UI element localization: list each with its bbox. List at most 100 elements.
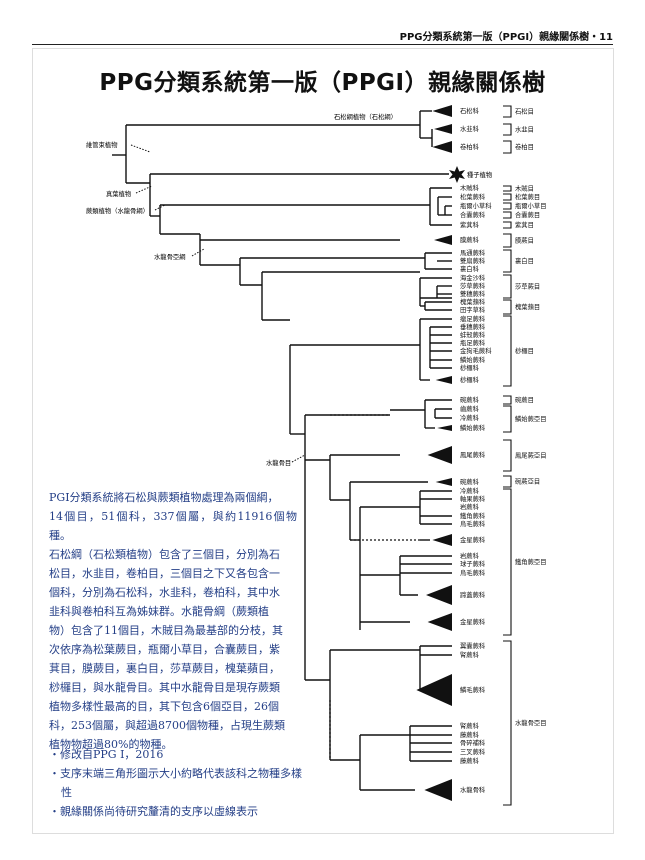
order-label: 鳳尾蕨亞目 xyxy=(515,451,546,460)
summary-line: 植物物超過80%的物種。 xyxy=(49,738,173,751)
family-label: 金狗毛蕨科 xyxy=(460,346,492,355)
family-label: 鱗始蕨科 xyxy=(460,355,486,364)
family-label: 瘤足蕨科 xyxy=(460,314,486,323)
tree-dashed-branches xyxy=(329,414,420,760)
note-item: ・親緣關係尚待研究釐清的支序以虛線表示 xyxy=(49,805,258,818)
family-triangle xyxy=(427,446,452,464)
family-label: 紫萁科 xyxy=(460,220,480,229)
family-label: 垂穗蕨科 xyxy=(460,322,486,331)
order-bracket xyxy=(503,405,512,433)
summary-line: 次依序為松葉蕨目，瓶爾小草目，合囊蕨目，紫 xyxy=(49,643,280,656)
family-label: 腎蕨科 xyxy=(460,650,480,659)
order-label: 木賊目 xyxy=(515,184,534,193)
family-label: 金星蕨科 xyxy=(460,535,486,544)
family-label: 瓶爾小草科 xyxy=(460,201,492,210)
order-bracket xyxy=(503,640,512,806)
family-label: 金星蕨科 xyxy=(460,617,486,626)
family-label: 蚌殼蕨科 xyxy=(460,330,486,339)
family-label: 蹄蓋蕨科 xyxy=(460,590,486,599)
clade-label-lycopodiopsida: 石松綱植物（石松綱） xyxy=(334,112,397,121)
family-triangle xyxy=(424,779,452,801)
order-label: 碗蕨目 xyxy=(515,395,534,404)
family-label: 三叉蕨科 xyxy=(460,747,486,756)
clade-label-vascular: 維管束植物 xyxy=(86,140,117,149)
header-rule xyxy=(32,44,613,45)
order-bracket xyxy=(503,193,512,201)
family-label: 鱗始蕨科 xyxy=(460,423,486,432)
order-label: 瓶爾小草目 xyxy=(515,201,546,210)
family-label: 碗蕨科 xyxy=(460,395,480,404)
summary-line: 松目，水韭目，卷柏目，三個目之下又各包含一 xyxy=(49,567,280,580)
family-triangle xyxy=(426,585,452,605)
order-bracket xyxy=(503,274,512,299)
family-label: 球子蕨科 xyxy=(460,559,486,568)
family-triangles xyxy=(416,105,452,801)
order-label: 鐵角蕨亞目 xyxy=(515,557,546,566)
summary-line: 物）包含了11個目，木賊目為最基部的分枝，其 xyxy=(49,624,283,637)
family-triangle xyxy=(437,425,452,431)
family-label: 裏白科 xyxy=(460,264,480,273)
family-label: 烏毛蕨科 xyxy=(460,519,486,528)
family-label: 烏毛蕨科 xyxy=(460,568,486,577)
clade-label-euphyllophytes: 真葉植物 xyxy=(106,189,131,198)
family-triangle xyxy=(427,613,452,631)
order-label: 桫欏目 xyxy=(515,346,534,355)
family-label: 岩蕨科 xyxy=(460,502,480,511)
order-bracket xyxy=(503,299,512,315)
family-label: 碗蕨科 xyxy=(460,477,480,486)
family-label: 藤蕨科 xyxy=(460,730,480,739)
order-label: 水龍骨亞目 xyxy=(515,718,546,727)
summary-line: 科，253個屬，與超過8700個物種，占現生蕨類 xyxy=(49,719,285,732)
page-title: PPG分類系統第一版（PPGI）親緣關係樹 xyxy=(99,70,546,96)
family-label: 瓶足蕨科 xyxy=(460,338,486,347)
family-label: 翼囊蕨科 xyxy=(460,641,486,650)
family-label: 齒蕨科 xyxy=(460,404,480,413)
order-bracket xyxy=(503,475,512,488)
family-label: 合囊蕨科 xyxy=(460,210,486,219)
order-bracket xyxy=(503,233,512,248)
family-label: 腎蕨科 xyxy=(460,721,480,730)
family-triangle xyxy=(434,235,452,245)
family-triangle xyxy=(432,105,452,117)
family-label: 桫欏科 xyxy=(460,375,480,384)
order-label: 槐葉蘋目 xyxy=(515,302,540,311)
family-label: 石松科 xyxy=(460,106,480,115)
order-label: 水韭目 xyxy=(515,125,534,134)
seed-plants-label: 種子植物 xyxy=(467,170,492,179)
summary-line: 韭科與卷柏科互為姊妹群。水龍骨綱（蕨類植 xyxy=(49,605,269,618)
family-label: 鳳尾蕨科 xyxy=(460,450,486,459)
note-item: ・支序末端三角形圖示大小約略代表該科之物種多樣性 xyxy=(49,767,302,799)
order-label: 紫萁目 xyxy=(515,220,534,229)
note-item: ・修改自PPG I，2016 xyxy=(49,748,164,761)
order-bracket xyxy=(503,249,512,273)
tree-branches xyxy=(112,110,452,791)
clade-label-polypodiopsida: 蕨類植物（水龍骨綱） xyxy=(86,206,149,215)
family-label: 馬通蕨科 xyxy=(460,248,486,257)
order-bracket xyxy=(503,221,512,229)
family-label: 田字草科 xyxy=(460,305,486,314)
family-label: 槐葉蘋科 xyxy=(460,297,486,306)
family-label: 軸果蕨科 xyxy=(460,494,486,503)
order-label: 裏白目 xyxy=(515,256,534,265)
family-label: 水龍骨科 xyxy=(460,785,486,794)
notes-list: ・修改自PPG I，2016 ・支序末端三角形圖示大小約略代表該科之物種多樣性 … xyxy=(49,745,309,821)
family-label: 莎草蕨科 xyxy=(460,281,486,290)
family-label: 岩蕨科 xyxy=(460,551,480,560)
summary-line: 桫欏目，與水龍骨目。其中水龍骨目是現存蕨類 xyxy=(49,681,280,694)
family-triangle xyxy=(432,141,452,153)
summary-line: 萁目，膜蕨目，裏白目，莎草蕨目，槐葉蘋目， xyxy=(49,662,280,675)
family-label: 松葉蕨科 xyxy=(460,192,486,201)
order-label: 石松目 xyxy=(515,107,534,116)
family-label: 膜蕨科 xyxy=(460,235,480,244)
order-bracket xyxy=(503,395,512,405)
order-bracket xyxy=(503,202,512,210)
order-label: 合囊蕨目 xyxy=(515,210,540,219)
order-labels: 石松目水韭目卷柏目木賊目松葉蕨目瓶爾小草目合囊蕨目紫萁目膜蕨目裏白目莎草蕨目槐葉… xyxy=(515,107,546,728)
clade-label-polypodiales: 水龍骨目 xyxy=(266,458,291,467)
family-label: 鐵角蕨科 xyxy=(460,511,486,520)
family-triangle xyxy=(432,534,452,546)
family-label: 冷蕨科 xyxy=(460,413,480,422)
clade-label-polypodiidae: 水龍骨亞綱 xyxy=(154,252,185,261)
family-label: 鱗毛蕨科 xyxy=(460,685,486,694)
